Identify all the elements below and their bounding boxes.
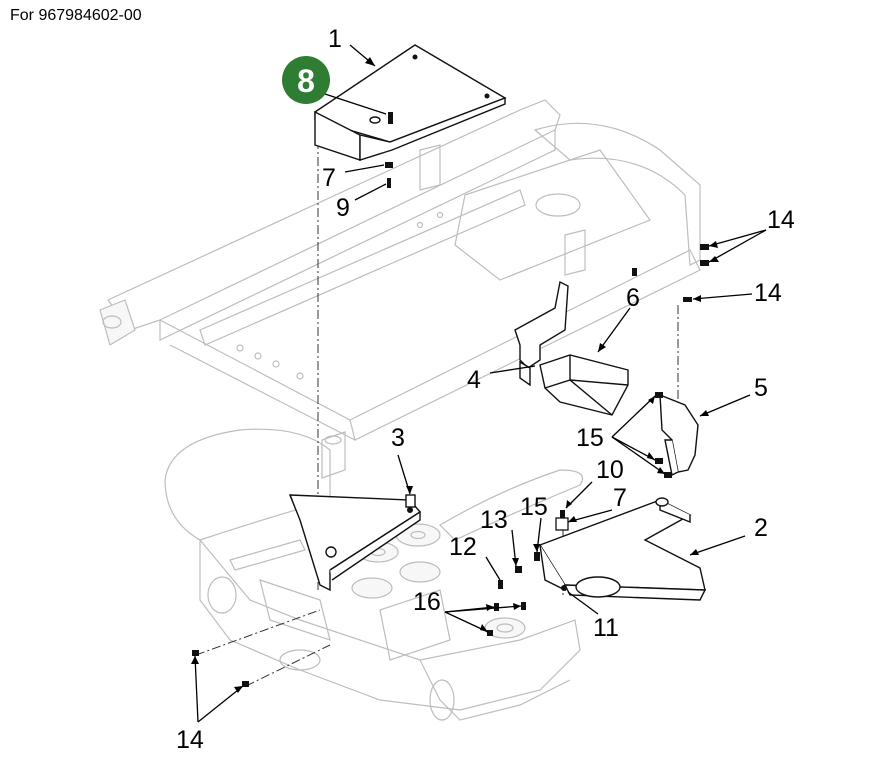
part-number-header: For 967984602-00: [10, 7, 142, 24]
badge-label: 8: [297, 63, 315, 99]
callout-5[interactable]: 5: [754, 374, 768, 402]
callout-2[interactable]: 2: [754, 514, 768, 542]
callout-14-upper-right[interactable]: 14: [767, 206, 795, 234]
callout-16[interactable]: 16: [413, 588, 441, 616]
callout-14-bottom-left[interactable]: 14: [176, 726, 204, 754]
part-5-right-plate[interactable]: [659, 393, 699, 477]
callout-13[interactable]: 13: [480, 506, 508, 534]
part-3-left-bracket[interactable]: [288, 494, 422, 592]
callout-1[interactable]: 1: [328, 25, 342, 53]
mower-deck: [164, 428, 584, 721]
callout-9[interactable]: 9: [336, 194, 350, 222]
part-6-cover-box[interactable]: [539, 354, 629, 416]
callout-numbers: 1 7 9 14 14 6 4 5 15 3 10 7 2 15 13 12 1…: [176, 25, 795, 754]
callout-10[interactable]: 10: [596, 456, 624, 484]
callout-7-top[interactable]: 7: [322, 164, 336, 192]
callout-15-right[interactable]: 15: [576, 424, 604, 452]
callout-14-right[interactable]: 14: [754, 279, 782, 307]
callout-3[interactable]: 3: [391, 424, 405, 452]
callout-12[interactable]: 12: [449, 533, 477, 561]
hardware: [192, 112, 709, 687]
arrowheads: [191, 57, 719, 693]
mower-frame: [99, 99, 701, 479]
part-1-top-cover[interactable]: [314, 44, 507, 161]
callout-6[interactable]: 6: [626, 284, 640, 312]
callout-7-center[interactable]: 7: [613, 484, 627, 512]
callout-15-center[interactable]: 15: [520, 493, 548, 521]
callout-11[interactable]: 11: [593, 614, 619, 642]
highlight-badge-8[interactable]: 8: [282, 56, 330, 104]
callout-4[interactable]: 4: [467, 366, 481, 394]
part-2-right-bracket[interactable]: [538, 497, 707, 601]
